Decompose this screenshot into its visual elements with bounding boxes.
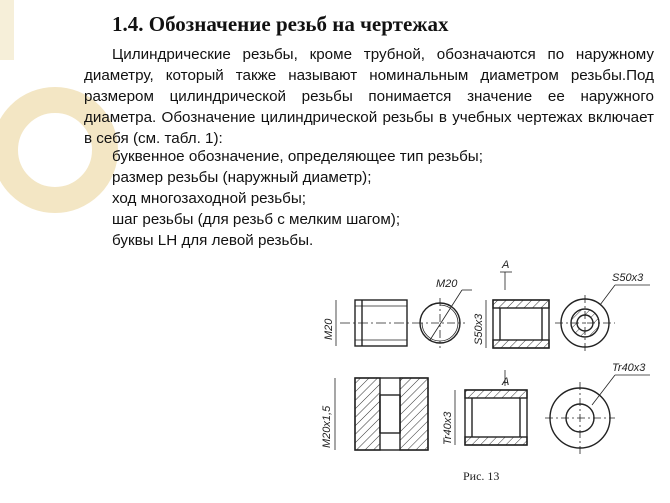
- bolt-m20-end-view: [415, 289, 472, 348]
- decorative-bar: [0, 0, 14, 60]
- label-tr40x3-leader: Tr40x3: [612, 362, 646, 374]
- designation-list: буквенное обозначение, определяющее тип …: [112, 146, 483, 251]
- list-item: ход многозаходной резьбы;: [112, 190, 306, 207]
- bolt-m20-side-view: [335, 299, 415, 347]
- nut-s50x3-end-view: [555, 284, 650, 351]
- label-m20x15: M20x1,5: [321, 405, 333, 448]
- tr40x3-end-view: [545, 374, 650, 455]
- list-item: шаг резьбы (для резьб с мелким шагом);: [112, 211, 401, 228]
- intro-paragraph: Цилиндрические резьбы, кроме трубной, об…: [84, 44, 654, 149]
- nut-s50x3-section: [485, 271, 550, 349]
- tr40x3-section: [454, 370, 528, 446]
- list-item: размер резьбы (наружный диаметр);: [112, 169, 372, 186]
- label-a-bottom: A: [501, 376, 509, 388]
- label-m20-leader: M20: [436, 278, 458, 290]
- page-title: 1.4. Обозначение резьб на чертежах: [112, 12, 449, 36]
- label-tr40x3-vertical: Tr40x3: [442, 411, 454, 445]
- label-s50x3-vertical: S50x3: [473, 313, 485, 345]
- list-item: буквенное обозначение, определяющее тип …: [112, 148, 483, 165]
- label-a-top: A: [501, 259, 509, 271]
- figure-caption: Рис. 13: [463, 469, 500, 483]
- label-s50x3-leader: S50x3: [612, 272, 644, 284]
- m20x15-section: [334, 377, 429, 451]
- thread-drawings-figure: M20 M20 A S50x3 S50x3 M20x1,5 Tr40x3 A T…: [321, 259, 650, 455]
- list-item: буквы LH для левой резьбы.: [112, 232, 314, 249]
- label-m20-vertical: M20: [323, 318, 335, 340]
- intro-paragraph-text: Цилиндрические резьбы, кроме трубной, об…: [84, 46, 654, 147]
